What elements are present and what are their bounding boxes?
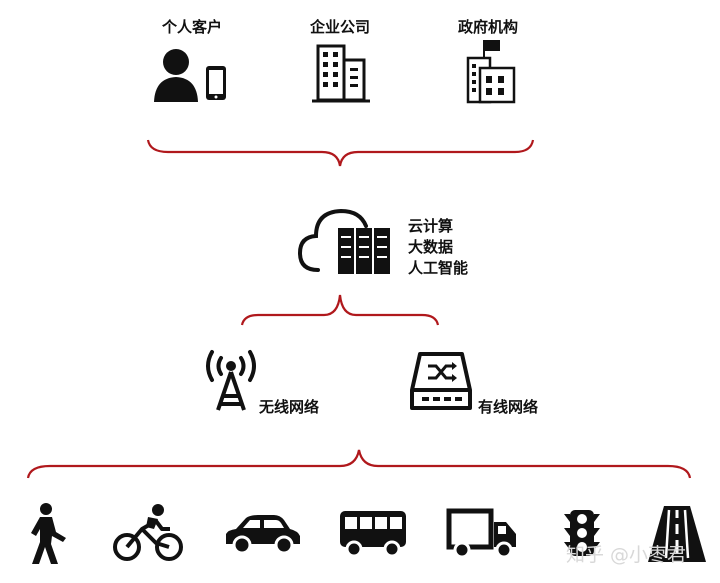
cloud-line-computing: 云计算 xyxy=(408,217,454,235)
radio-tower-icon xyxy=(206,350,256,411)
truck-icon xyxy=(446,508,516,559)
client-label-government: 政府机构 xyxy=(457,18,519,36)
client-label-enterprise: 企业公司 xyxy=(309,18,371,36)
office-building-icon xyxy=(312,44,370,103)
cloud-server-icon xyxy=(297,208,390,274)
network-label-wireless: 无线网络 xyxy=(259,398,320,416)
middle-bracket xyxy=(240,294,440,326)
government-building-icon xyxy=(466,40,516,104)
top-bracket xyxy=(146,139,535,167)
road-icon xyxy=(648,506,706,562)
bus-icon xyxy=(340,511,406,558)
traffic-light-icon xyxy=(564,510,600,556)
car-icon xyxy=(226,515,300,555)
cloud-capabilities: 云计算 大数据 人工智能 xyxy=(408,216,468,279)
cloud-line-bigdata: 大数据 xyxy=(408,238,454,256)
person-with-phone-icon xyxy=(154,49,226,102)
client-label-individual: 个人客户 xyxy=(161,18,223,36)
bottom-bracket xyxy=(26,449,692,479)
cyclist-icon xyxy=(113,504,183,561)
network-label-wired: 有线网络 xyxy=(478,398,539,416)
watermark: 知乎 @小枣君 xyxy=(566,544,687,566)
network-switch-icon xyxy=(410,352,472,410)
pedestrian-icon xyxy=(31,503,66,564)
cloud-line-ai: 人工智能 xyxy=(408,259,469,277)
